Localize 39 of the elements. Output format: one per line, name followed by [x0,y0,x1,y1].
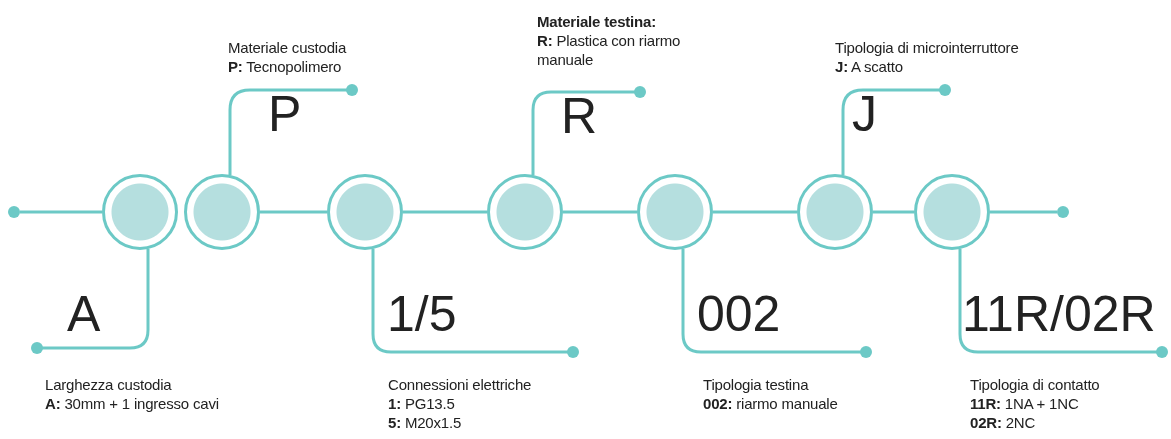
option-line: 1: PG13.5 [388,394,456,413]
description-heading: Tipologia testina [703,375,810,394]
option-line: 11R: 1NA + 1NC [970,394,1080,413]
connector-line [260,210,327,214]
description-heading: Materiale testina: [537,12,657,31]
option-line: 002: riarmo manuale [703,394,839,413]
code-letter: P [268,86,302,142]
connector-line [403,210,487,214]
option-line: P: Tecnopolimero [228,57,343,76]
connector-line [873,210,914,214]
leader-line [371,249,579,358]
connector-line [563,210,637,214]
end-dot [1057,206,1069,218]
code-letter: 11R/02R [962,286,1156,342]
leader-line [228,84,358,175]
description-heading: Tipologia di contatto [970,375,1101,394]
code-letter: 002 [697,286,781,342]
description-heading: Materiale custodia [228,38,348,57]
connector-line [990,210,1057,214]
code-letter: R [561,88,598,144]
leader-line [31,249,150,354]
code-letter: 1/5 [387,286,457,342]
leader-line [681,249,872,358]
leader-line [841,84,951,175]
leader-line [531,86,646,175]
code-letter: A [67,286,101,342]
option-line: R: Plastica con riarmo manuale [537,31,682,69]
code-letter: J [852,86,877,142]
description-heading: Larghezza custodia [45,375,173,394]
connector-line [20,210,102,214]
option-line: 5: M20x1.5 [388,413,463,432]
option-line: J: A scatto [835,57,904,76]
connector-line [713,210,797,214]
leader-line [958,249,1168,358]
option-line: 02R: 2NC [970,413,1037,432]
description-heading: Connessioni elettriche [388,375,533,394]
option-line: A: 30mm + 1 ingresso cavi [45,394,220,413]
description-heading: Tipologia di microinterruttore [835,38,1020,57]
end-dot [8,206,20,218]
